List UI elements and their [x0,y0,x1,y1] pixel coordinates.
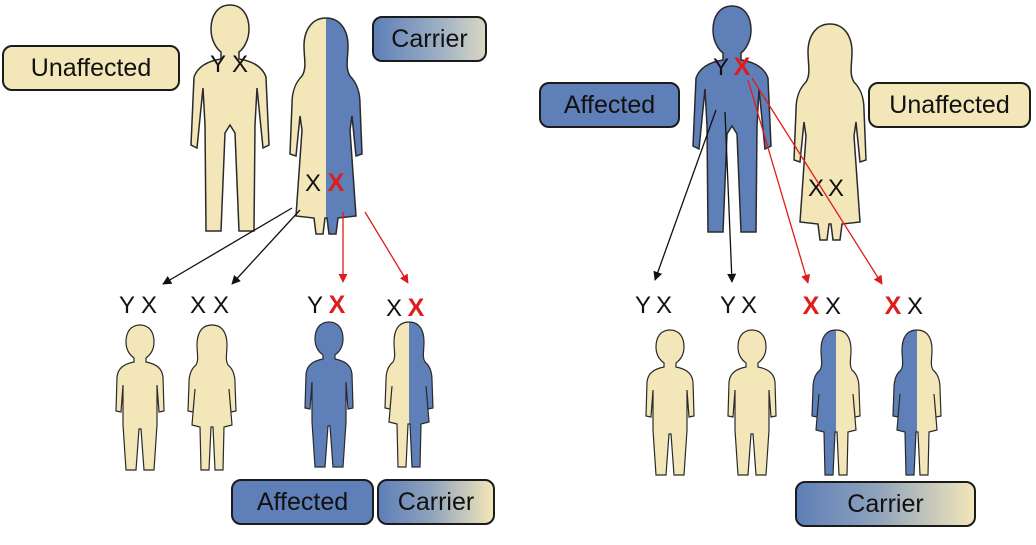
right-mother-allele-x1: X [808,175,824,202]
left-mother-allele-x-mutant: X [328,169,345,197]
right-child-3-figure [811,329,861,476]
left-child-1-allele-x: X [141,292,157,319]
left-arrow-to-child-4 [364,211,409,284]
left-arrow-to-child-1 [162,207,293,285]
right-arrow-to-child-2 [724,111,737,283]
right-child-2-allele-y: Y [720,292,736,319]
right-child-4-figure [892,329,942,476]
left-child-2-allele-x1: X [190,292,206,319]
right-carrier-label: Carrier [795,481,976,527]
right-arrow-to-child-3 [747,79,811,284]
left-child-2-figure [187,324,237,471]
left-child-1-allele-y: Y [119,292,135,319]
left-child-4-allele-x-mutant: X [408,294,425,322]
right-child-3-allele-x: X [825,293,841,320]
right-father-label: Affected [539,82,680,128]
left-carrier-label: Carrier [377,479,495,525]
left-father-allele-y: Y [210,51,226,78]
left-father-label: Unaffected [2,45,180,91]
left-father-figure [190,4,270,232]
right-child-2-figure [727,329,777,476]
left-father-allele-x: X [232,51,248,78]
left-child-4-figure [384,321,434,468]
left-child-3-allele-x-mutant: X [329,291,346,319]
left-child-3-figure [304,321,354,468]
right-child-1-allele-y: Y [635,292,651,319]
left-affected-label: Affected [231,479,374,525]
left-child-2-allele-x2: X [213,292,229,319]
left-arrow-to-child-2 [231,209,301,285]
right-mother-label: Unaffected [868,82,1031,128]
right-arrow-to-child-4 [751,77,883,285]
right-mother-allele-x2: X [828,175,844,202]
right-child-4-allele-x: X [907,293,923,320]
left-mother-allele-x: X [305,170,321,197]
left-mother-figure [289,17,363,235]
right-mother-figure [793,23,867,241]
right-child-3-allele-x-mutant: X [803,292,820,320]
left-child-3-allele-y: Y [307,292,323,319]
right-child-4-allele-x-mutant: X [885,292,902,320]
right-father-allele-y: Y [713,54,729,81]
right-child-1-allele-x: X [656,292,672,319]
left-child-4-allele-x: X [386,295,402,322]
right-arrow-to-child-1 [653,109,717,281]
right-child-2-allele-x: X [741,292,757,319]
right-child-1-figure [645,329,695,476]
right-father-allele-x-mutant: X [734,53,751,81]
left-mother-label: Carrier [372,16,487,62]
left-child-1-figure [115,324,165,471]
